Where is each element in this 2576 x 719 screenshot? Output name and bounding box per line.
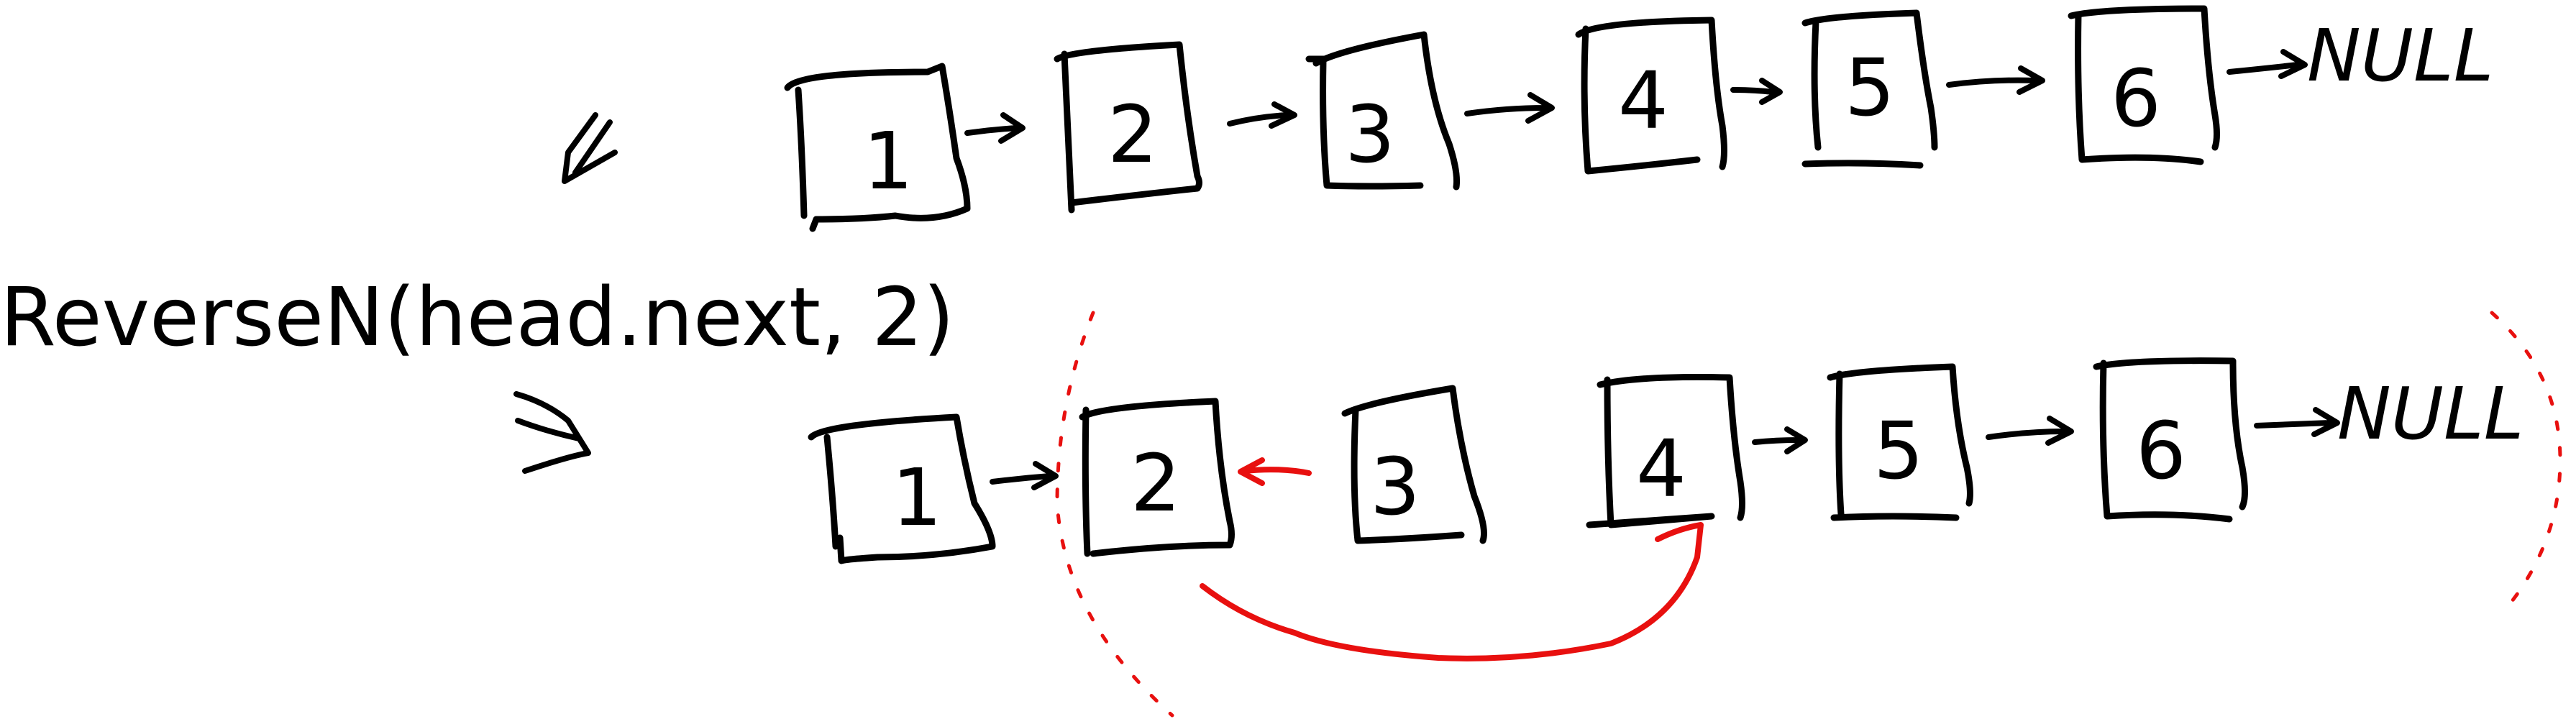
row2-node-5: 5 xyxy=(1827,363,1973,521)
row2-node-5-label: 5 xyxy=(1873,405,1924,497)
row1-arrow-1-2 xyxy=(964,112,1026,144)
row1-node-1: 1 xyxy=(784,63,971,232)
row1-node-1-label: 1 xyxy=(863,115,913,207)
row2-node-6: 6 xyxy=(2093,357,2248,523)
row2-node-6-label: 6 xyxy=(2136,405,2186,497)
row-2: 1 2 3 4 5 6 NUL xyxy=(513,311,2562,718)
row1-node-5-label: 5 xyxy=(1845,42,1895,134)
row1-node-6: 6 xyxy=(2068,5,2220,165)
row2-right-marker-icon xyxy=(513,391,591,474)
row1-down-marker-icon xyxy=(562,112,618,184)
row1-node-4-label: 4 xyxy=(1618,55,1668,147)
row1-null-label: NULL xyxy=(2307,14,2493,98)
row2-null-label: NULL xyxy=(2337,372,2524,456)
row1-node-5: 5 xyxy=(1801,9,1938,169)
row1-arrow-3-4 xyxy=(1464,92,1555,124)
row1-arrow-6-null xyxy=(2226,49,2308,79)
reverse-call-label: ReverseN(head.next, 2) xyxy=(0,271,954,365)
row2-node-3: 3 xyxy=(1341,385,1487,544)
row1-node-3-label: 3 xyxy=(1345,88,1395,180)
row2-arrow-5-6 xyxy=(1986,416,2074,446)
row-1: 1 2 3 4 5 6 NULL xyxy=(562,5,2493,232)
row1-node-2: 2 xyxy=(1054,41,1202,214)
row1-node-6-label: 6 xyxy=(2111,52,2161,145)
row2-arrow-6-null xyxy=(2254,407,2340,437)
sublist-start-boundary xyxy=(1055,311,1174,718)
row2-node-1: 1 xyxy=(808,413,996,564)
row2-node-2-label: 2 xyxy=(1131,437,1181,529)
row2-arrow-4-5 xyxy=(1752,426,1808,454)
row2-red-arrow-2-4 xyxy=(1200,522,1704,661)
row1-node-4: 4 xyxy=(1575,17,1727,175)
row2-node-4: 4 xyxy=(1586,373,1745,528)
row1-arrow-2-3 xyxy=(1227,101,1297,129)
row1-arrow-5-6 xyxy=(1946,65,2045,95)
row2-arrow-1-2 xyxy=(990,461,1059,490)
row2-node-4-label: 4 xyxy=(1636,423,1686,515)
row2-red-arrow-3-2 xyxy=(1238,457,1312,486)
row1-node-2-label: 2 xyxy=(1107,88,1158,180)
sublist-end-boundary xyxy=(2490,311,2562,606)
row2-node-3-label: 3 xyxy=(1370,441,1420,533)
row1-arrow-4-5 xyxy=(1730,78,1783,105)
row2-node-1-label: 1 xyxy=(892,452,942,544)
row2-node-2: 2 xyxy=(1079,398,1235,557)
row1-node-3: 3 xyxy=(1305,31,1460,191)
